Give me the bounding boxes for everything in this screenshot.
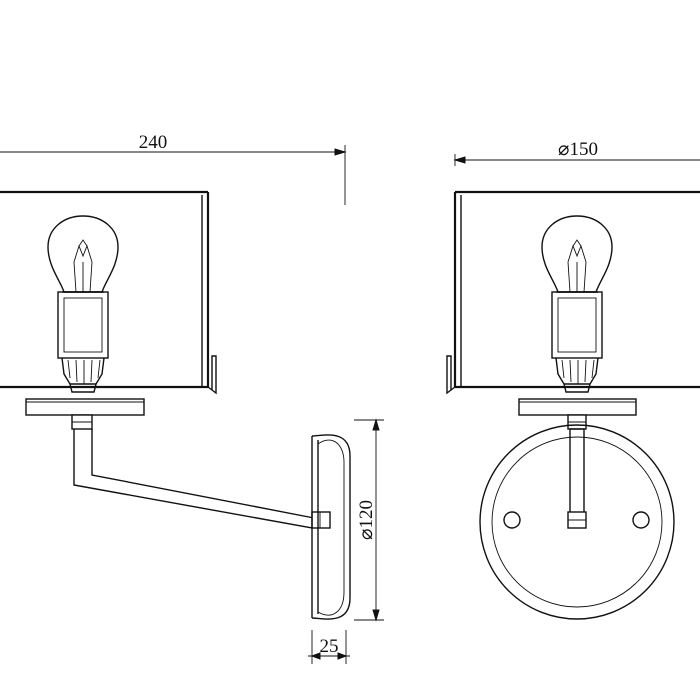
mounting-hole-right <box>632 511 650 529</box>
front-view: ⌀150 <box>446 139 700 620</box>
side-bulb <box>47 215 119 293</box>
side-shade <box>0 190 217 395</box>
side-socket <box>57 291 109 393</box>
dimension-shade-diameter: ⌀150 <box>453 139 700 166</box>
side-canopy <box>25 398 145 416</box>
side-wall-plate <box>311 434 351 620</box>
dimension-label-120: ⌀120 <box>356 500 377 540</box>
dimension-plate-depth: 25 <box>308 630 350 664</box>
front-stem <box>567 414 587 529</box>
dimension-label-150: ⌀150 <box>558 139 598 160</box>
dimension-label-240: 240 <box>139 132 168 153</box>
side-arm <box>71 414 331 529</box>
dimension-plate-diameter: ⌀120 <box>354 418 384 622</box>
mounting-hole-left <box>503 511 521 529</box>
front-shade <box>446 190 700 395</box>
front-socket <box>551 291 603 393</box>
front-canopy <box>518 398 637 416</box>
dimension-width-240: 240 <box>0 132 347 205</box>
front-bulb <box>541 215 613 293</box>
side-view: 240 <box>0 132 384 664</box>
front-wall-plate <box>479 424 675 620</box>
dimension-label-25: 25 <box>320 636 339 657</box>
